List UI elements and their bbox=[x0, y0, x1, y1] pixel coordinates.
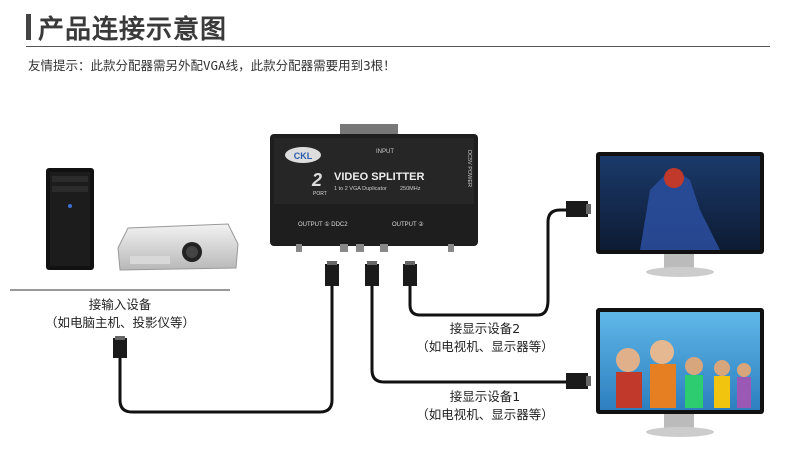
device-input-label: INPUT bbox=[376, 149, 394, 155]
vga-plug-device-in bbox=[325, 264, 339, 286]
vga-plug-device-out1 bbox=[365, 264, 379, 286]
device-port-badge-sub: PORT bbox=[313, 191, 327, 197]
header-divider bbox=[26, 46, 770, 47]
device-port-badge: 2 bbox=[311, 170, 322, 190]
header-accent-bar bbox=[26, 14, 31, 40]
vga-plug-display1 bbox=[566, 373, 588, 389]
display1-sub: （如电视机、显示器等） bbox=[416, 407, 554, 422]
input-device-sub: （如电脑主机、投影仪等） bbox=[44, 315, 195, 330]
vga-plug-display2 bbox=[566, 201, 588, 217]
cable-output1 bbox=[370, 285, 568, 384]
pc-tower-image bbox=[46, 168, 94, 270]
cable-output2 bbox=[408, 208, 568, 317]
display2-title: 接显示设备2 bbox=[449, 321, 521, 336]
input-device-title: 接输入设备 bbox=[88, 297, 152, 312]
cables bbox=[118, 208, 568, 414]
device-freq: 250MHz bbox=[400, 186, 421, 192]
device-output1-label: OUTPUT ① DDC2 bbox=[298, 221, 348, 228]
projector-image bbox=[117, 223, 239, 271]
device-power-label: DC5V POWER bbox=[466, 150, 472, 187]
vga-connectors bbox=[113, 201, 591, 389]
device-brand: CKL bbox=[294, 151, 313, 161]
splitter-device: CKL 2 PORT VIDEO SPLITTER 1 to 2 VGA Dup… bbox=[270, 124, 478, 252]
display1-title: 接显示设备1 bbox=[449, 389, 521, 404]
header: 产品连接示意图 bbox=[0, 0, 793, 50]
display1-monitor-image bbox=[596, 308, 764, 437]
tip-text: 友情提示：此款分配器需另外配VGA线，此款分配器需要用到3根！ bbox=[28, 58, 396, 73]
display2-sub: （如电视机、显示器等） bbox=[416, 339, 554, 354]
device-output2-label: OUTPUT ② bbox=[392, 221, 424, 228]
cable-input bbox=[118, 285, 334, 414]
page-title: 产品连接示意图 bbox=[38, 15, 228, 45]
device-model: VIDEO SPLITTER bbox=[334, 171, 425, 183]
display2-monitor-image bbox=[596, 152, 764, 277]
input-device-label: 接输入设备 （如电脑主机、投影仪等） bbox=[40, 296, 200, 332]
device-sub: 1 to 2 VGA Duplicator bbox=[334, 186, 387, 192]
display2-label: 接显示设备2 （如电视机、显示器等） bbox=[400, 320, 570, 356]
display1-label: 接显示设备1 （如电视机、显示器等） bbox=[400, 388, 570, 424]
vga-plug-device-out2 bbox=[403, 264, 417, 286]
vga-plug-input bbox=[113, 338, 127, 358]
